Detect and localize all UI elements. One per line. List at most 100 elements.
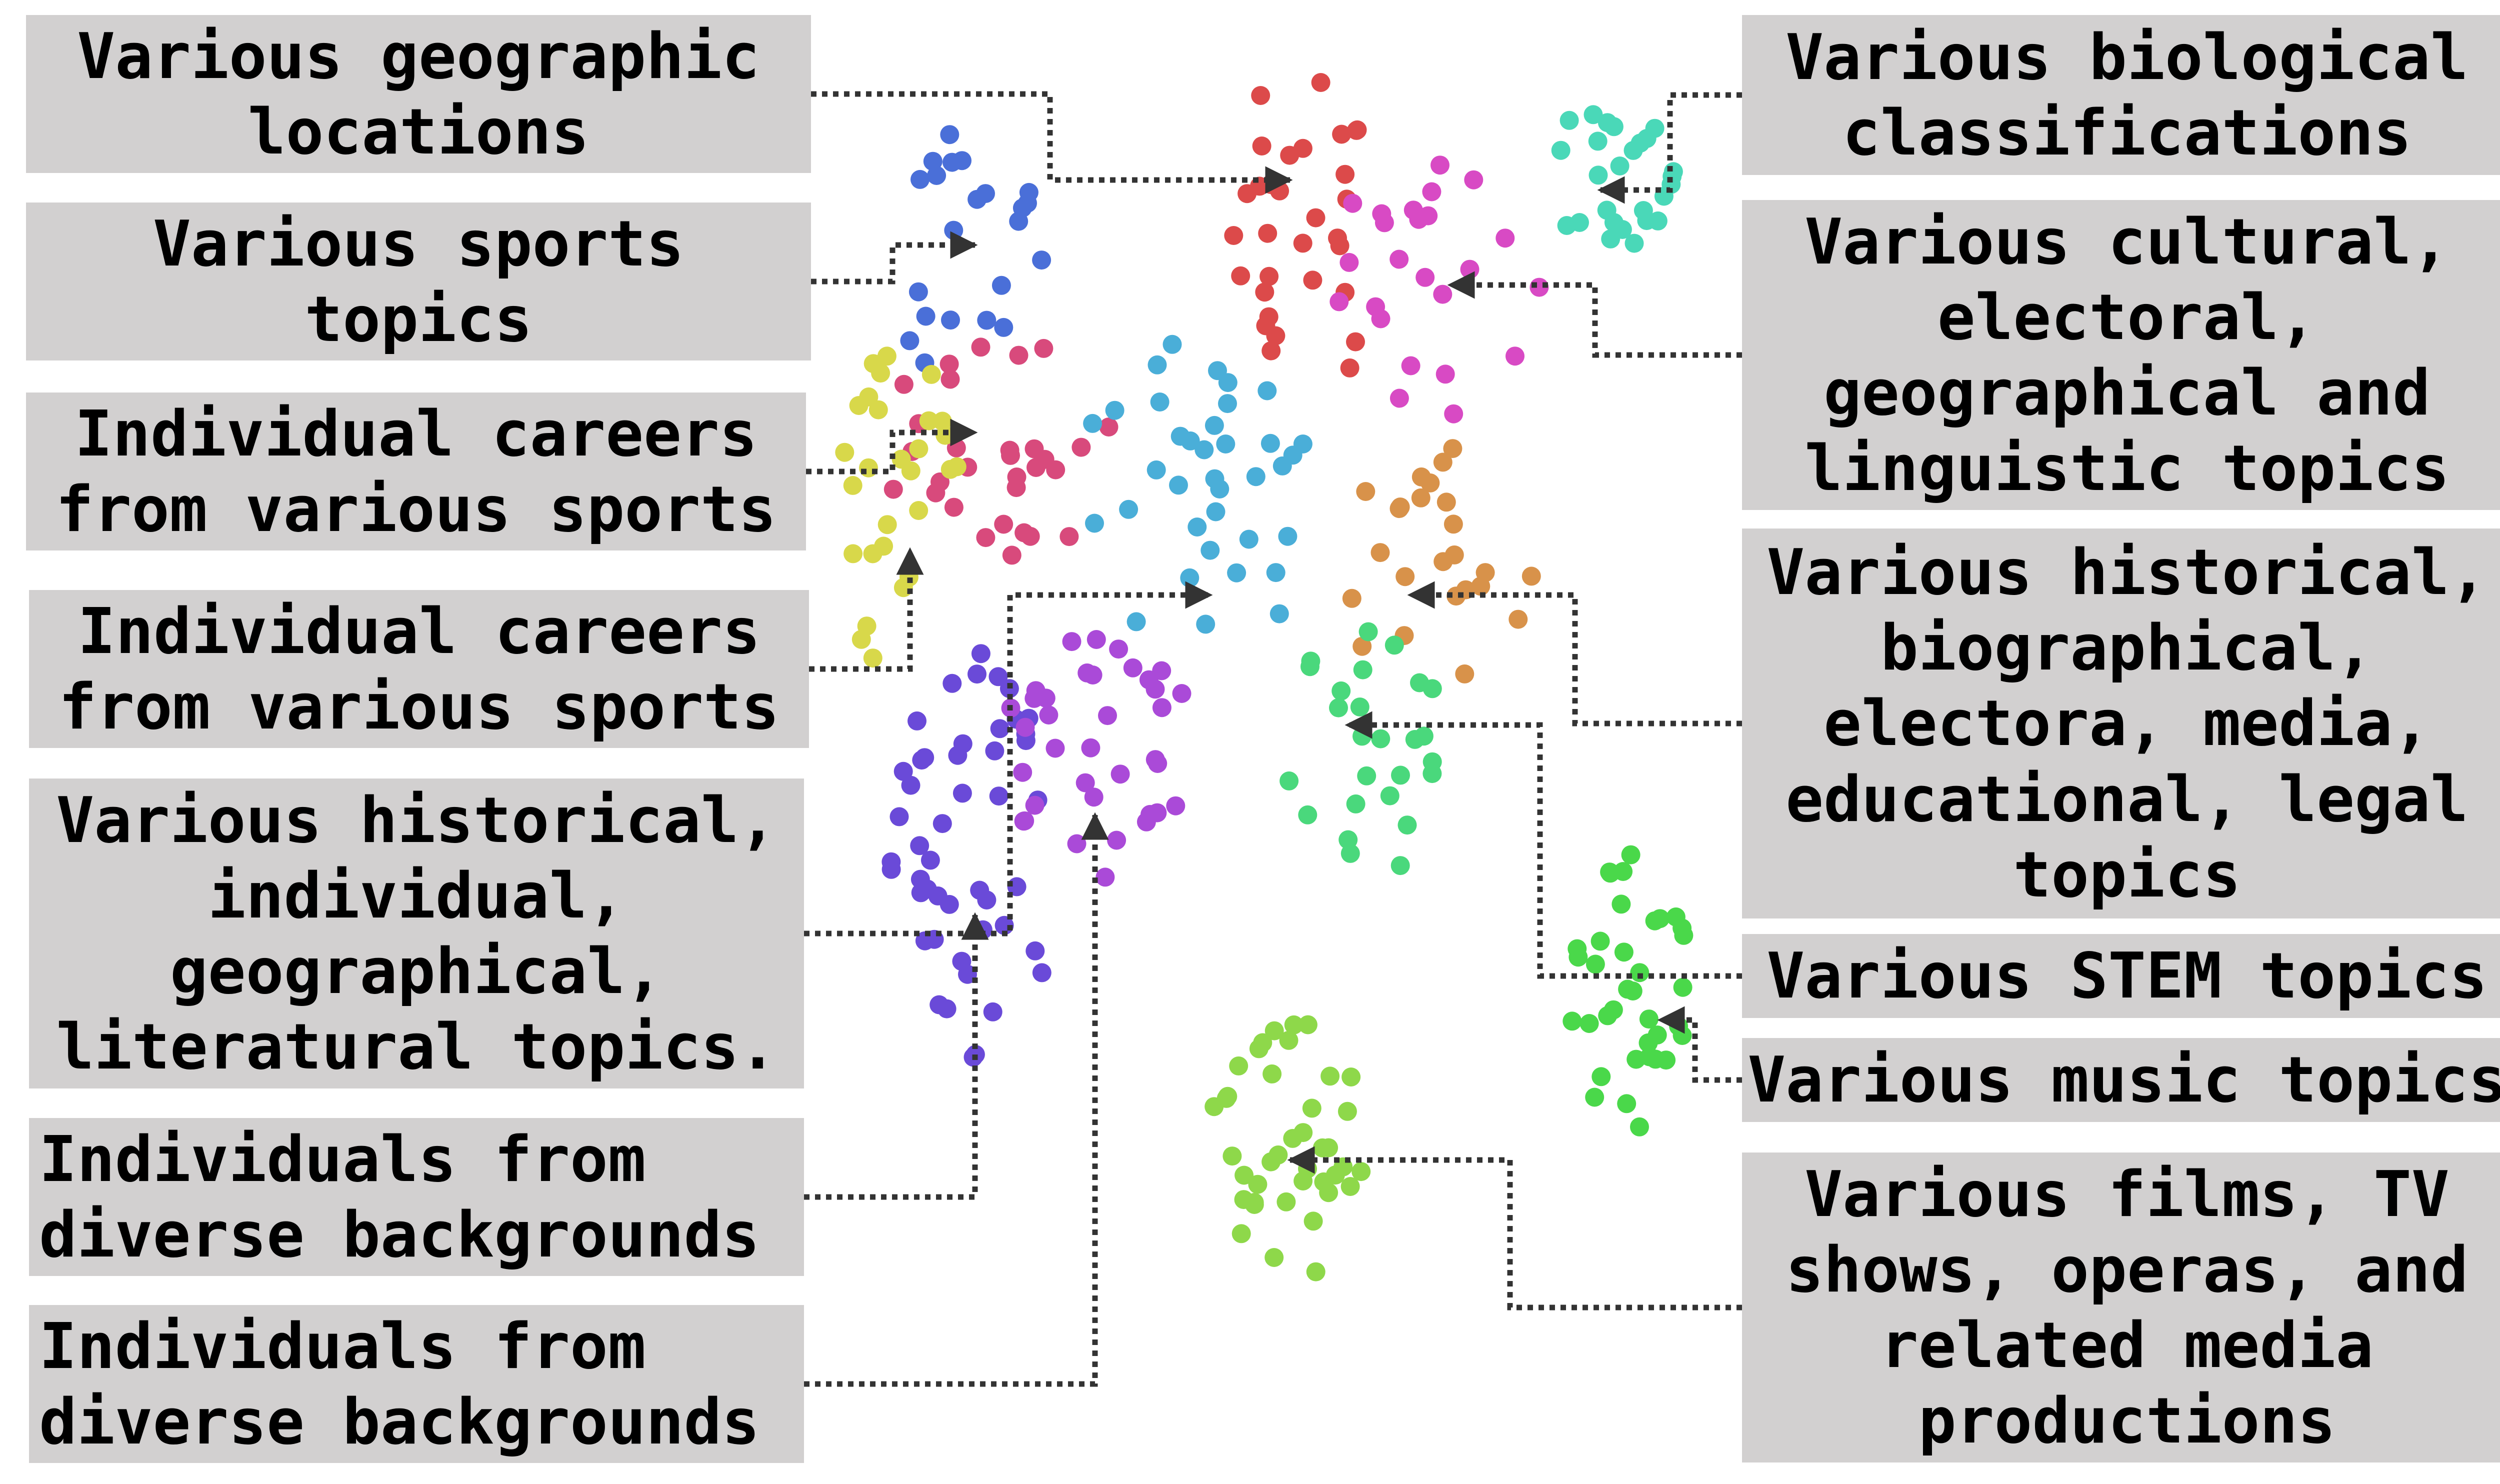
label-individual-careers-1: Individual careers from various sports	[26, 392, 806, 550]
scatter-point	[1294, 1123, 1313, 1142]
scatter-point	[1380, 786, 1400, 806]
scatter-point	[1350, 698, 1370, 716]
scatter-point	[940, 460, 960, 479]
scatter-point	[1320, 1066, 1340, 1086]
scatter-point	[989, 786, 1008, 806]
scatter-point	[1664, 162, 1683, 182]
scatter-point	[1551, 140, 1570, 160]
scatter-point	[1293, 138, 1312, 158]
scatter-point	[1266, 326, 1286, 346]
scatter-point	[1200, 540, 1220, 560]
scatter-point	[1342, 1068, 1361, 1086]
scatter-point	[908, 282, 928, 302]
scatter-point	[942, 674, 962, 693]
scatter-point	[890, 807, 909, 826]
scatter-point	[1262, 1152, 1281, 1172]
scatter-point	[863, 648, 882, 668]
scatter-point	[1262, 174, 1281, 194]
label-sports-topics: Various sports topics	[26, 202, 811, 360]
scatter-point	[1430, 156, 1450, 175]
scatter-point	[1374, 213, 1394, 232]
cluster-violet	[882, 644, 1052, 1067]
scatter-point	[1150, 392, 1170, 412]
scatter-point	[1302, 1098, 1322, 1118]
scatter-point	[884, 480, 903, 499]
scatter-point	[911, 883, 930, 902]
scatter-point	[864, 354, 883, 374]
scatter-point	[1600, 862, 1620, 882]
scatter-point	[1418, 206, 1438, 226]
connector-cultural	[1447, 271, 1742, 358]
scatter-point	[1009, 346, 1028, 365]
scatter-point	[1357, 766, 1376, 786]
scatter-point	[1455, 664, 1474, 684]
scatter-point	[1346, 794, 1366, 814]
scatter-point	[1346, 332, 1365, 352]
scatter-point	[1002, 546, 1022, 565]
scatter-point	[1353, 660, 1372, 680]
scatter-point	[1252, 136, 1272, 156]
scatter-point	[1312, 1138, 1332, 1158]
cluster-teal	[1551, 105, 1683, 253]
scatter-point	[930, 995, 949, 1014]
scatter-point	[900, 331, 920, 350]
scatter-point	[849, 396, 868, 415]
scatter-point	[1604, 1000, 1623, 1020]
connector-films	[1287, 1146, 1742, 1310]
scatter-point	[922, 364, 941, 384]
scatter-point	[968, 664, 986, 684]
scatter-point	[1391, 766, 1410, 785]
scatter-point	[930, 472, 950, 492]
scatter-point	[952, 784, 972, 803]
scatter-point	[1390, 499, 1409, 518]
scatter-point	[1666, 907, 1686, 926]
scatter-point	[1342, 588, 1362, 608]
scatter-point	[1067, 834, 1086, 854]
scatter-point	[1170, 426, 1190, 446]
scatter-point	[912, 750, 932, 770]
scatter-point	[1588, 166, 1608, 185]
scatter-point	[1239, 530, 1258, 549]
scatter-point	[1169, 476, 1188, 495]
cluster-skyblue	[1083, 334, 1312, 634]
scatter-point	[901, 461, 920, 480]
scatter-point	[1496, 228, 1515, 248]
scatter-point	[1280, 771, 1299, 790]
scatter-point	[1304, 1212, 1323, 1231]
scatter-point	[835, 442, 854, 462]
scatter-point	[988, 667, 1008, 686]
scatter-point	[944, 220, 964, 240]
label-biological-classifications: Various biological classifications	[1742, 15, 2500, 175]
cluster-lime	[1204, 1015, 1371, 1282]
scatter-point	[1105, 400, 1124, 420]
label-films-tv-topics: Various films, TV shows, operas, and rel…	[1742, 1152, 2500, 1462]
label-historical-individual-topics: Various historical, individual, geograph…	[29, 778, 804, 1088]
scatter-point	[1371, 729, 1390, 748]
scatter-point	[1444, 514, 1463, 534]
scatter-point	[1208, 361, 1227, 380]
scatter-point	[990, 719, 1010, 738]
scatter-point	[1411, 488, 1430, 508]
scatter-point	[983, 1002, 1002, 1022]
scatter-point	[1224, 226, 1244, 245]
scatter-point	[1630, 1117, 1649, 1136]
scatter-point	[1148, 355, 1167, 374]
scatter-point	[1401, 356, 1420, 376]
scatter-point	[971, 644, 990, 664]
scatter-point	[927, 166, 946, 185]
scatter-point	[1332, 124, 1352, 144]
scatter-point	[1433, 284, 1452, 304]
scatter-point	[1272, 456, 1292, 476]
scatter-point	[1640, 1047, 1660, 1066]
scatter-point	[1390, 856, 1410, 876]
scatter-point	[1332, 681, 1351, 700]
scatter-point	[1000, 440, 1020, 460]
scatter-point	[971, 338, 990, 357]
scatter-point	[1604, 117, 1624, 136]
scatter-point	[1026, 941, 1045, 960]
scatter-point	[1293, 234, 1312, 253]
scatter-point	[1422, 182, 1442, 202]
scatter-point	[976, 528, 996, 548]
scatter-point	[1148, 754, 1168, 773]
scatter-point	[1083, 414, 1102, 433]
